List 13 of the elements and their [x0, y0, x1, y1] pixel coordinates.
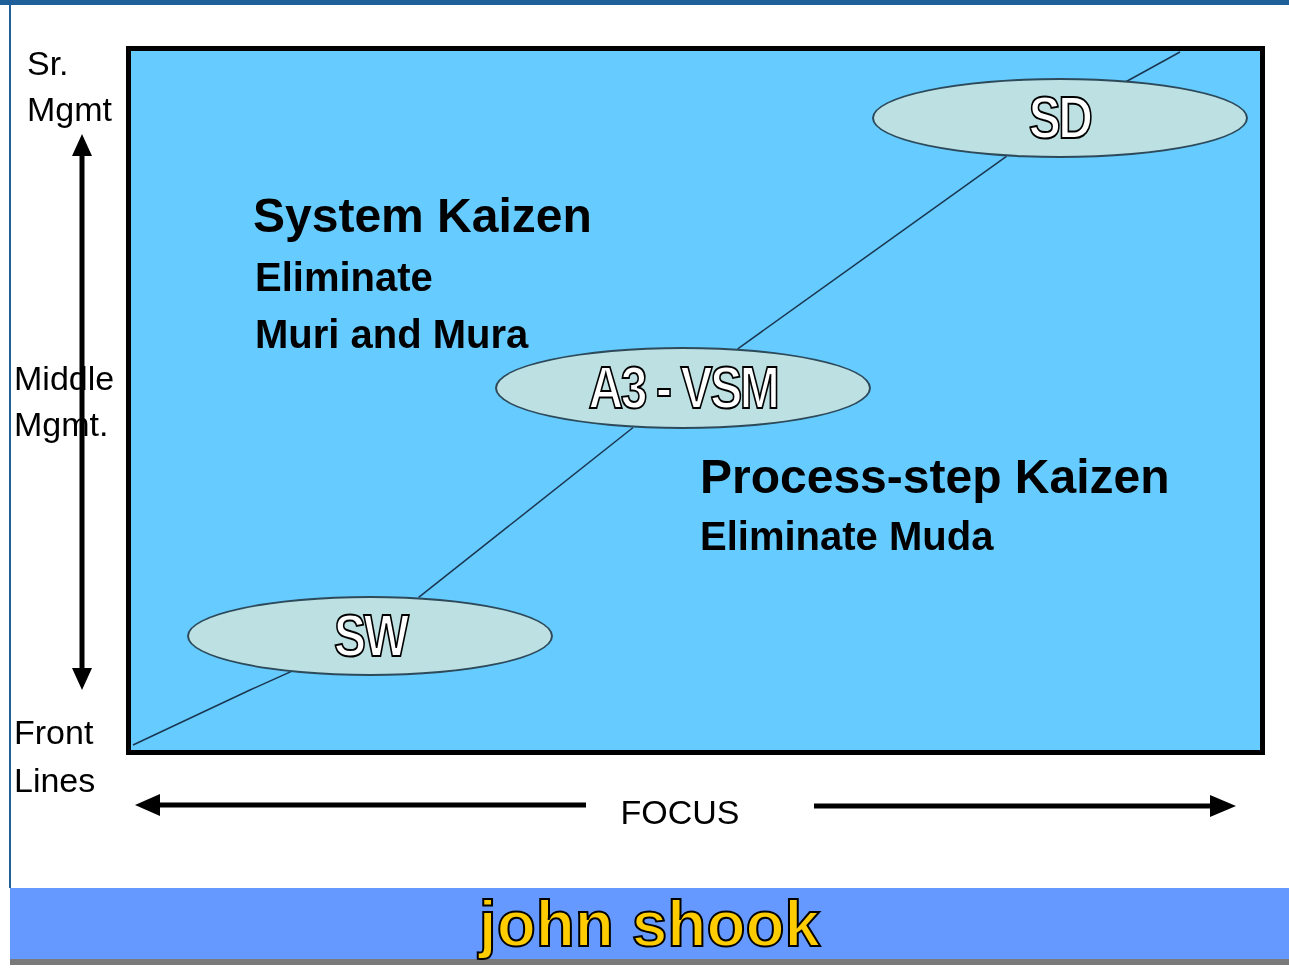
- node-label: SD: [1029, 88, 1091, 148]
- axis-label: Front Lines: [14, 712, 97, 801]
- region-text: Eliminate: [255, 254, 434, 301]
- node-label: A3 - VSM: [588, 358, 778, 418]
- axis-label: Sr. Mgmt: [27, 43, 113, 130]
- region-text: Eliminate Muda: [700, 513, 995, 560]
- region-heading: System Kaizen: [253, 188, 593, 244]
- region-text: Muri and Mura: [255, 311, 530, 358]
- axis-label: FOCUS: [619, 792, 741, 833]
- node-label: SW: [333, 606, 407, 666]
- trend-line: [417, 426, 634, 599]
- region-heading: Process-step Kaizen: [700, 449, 1171, 505]
- trend-line: [737, 155, 1008, 350]
